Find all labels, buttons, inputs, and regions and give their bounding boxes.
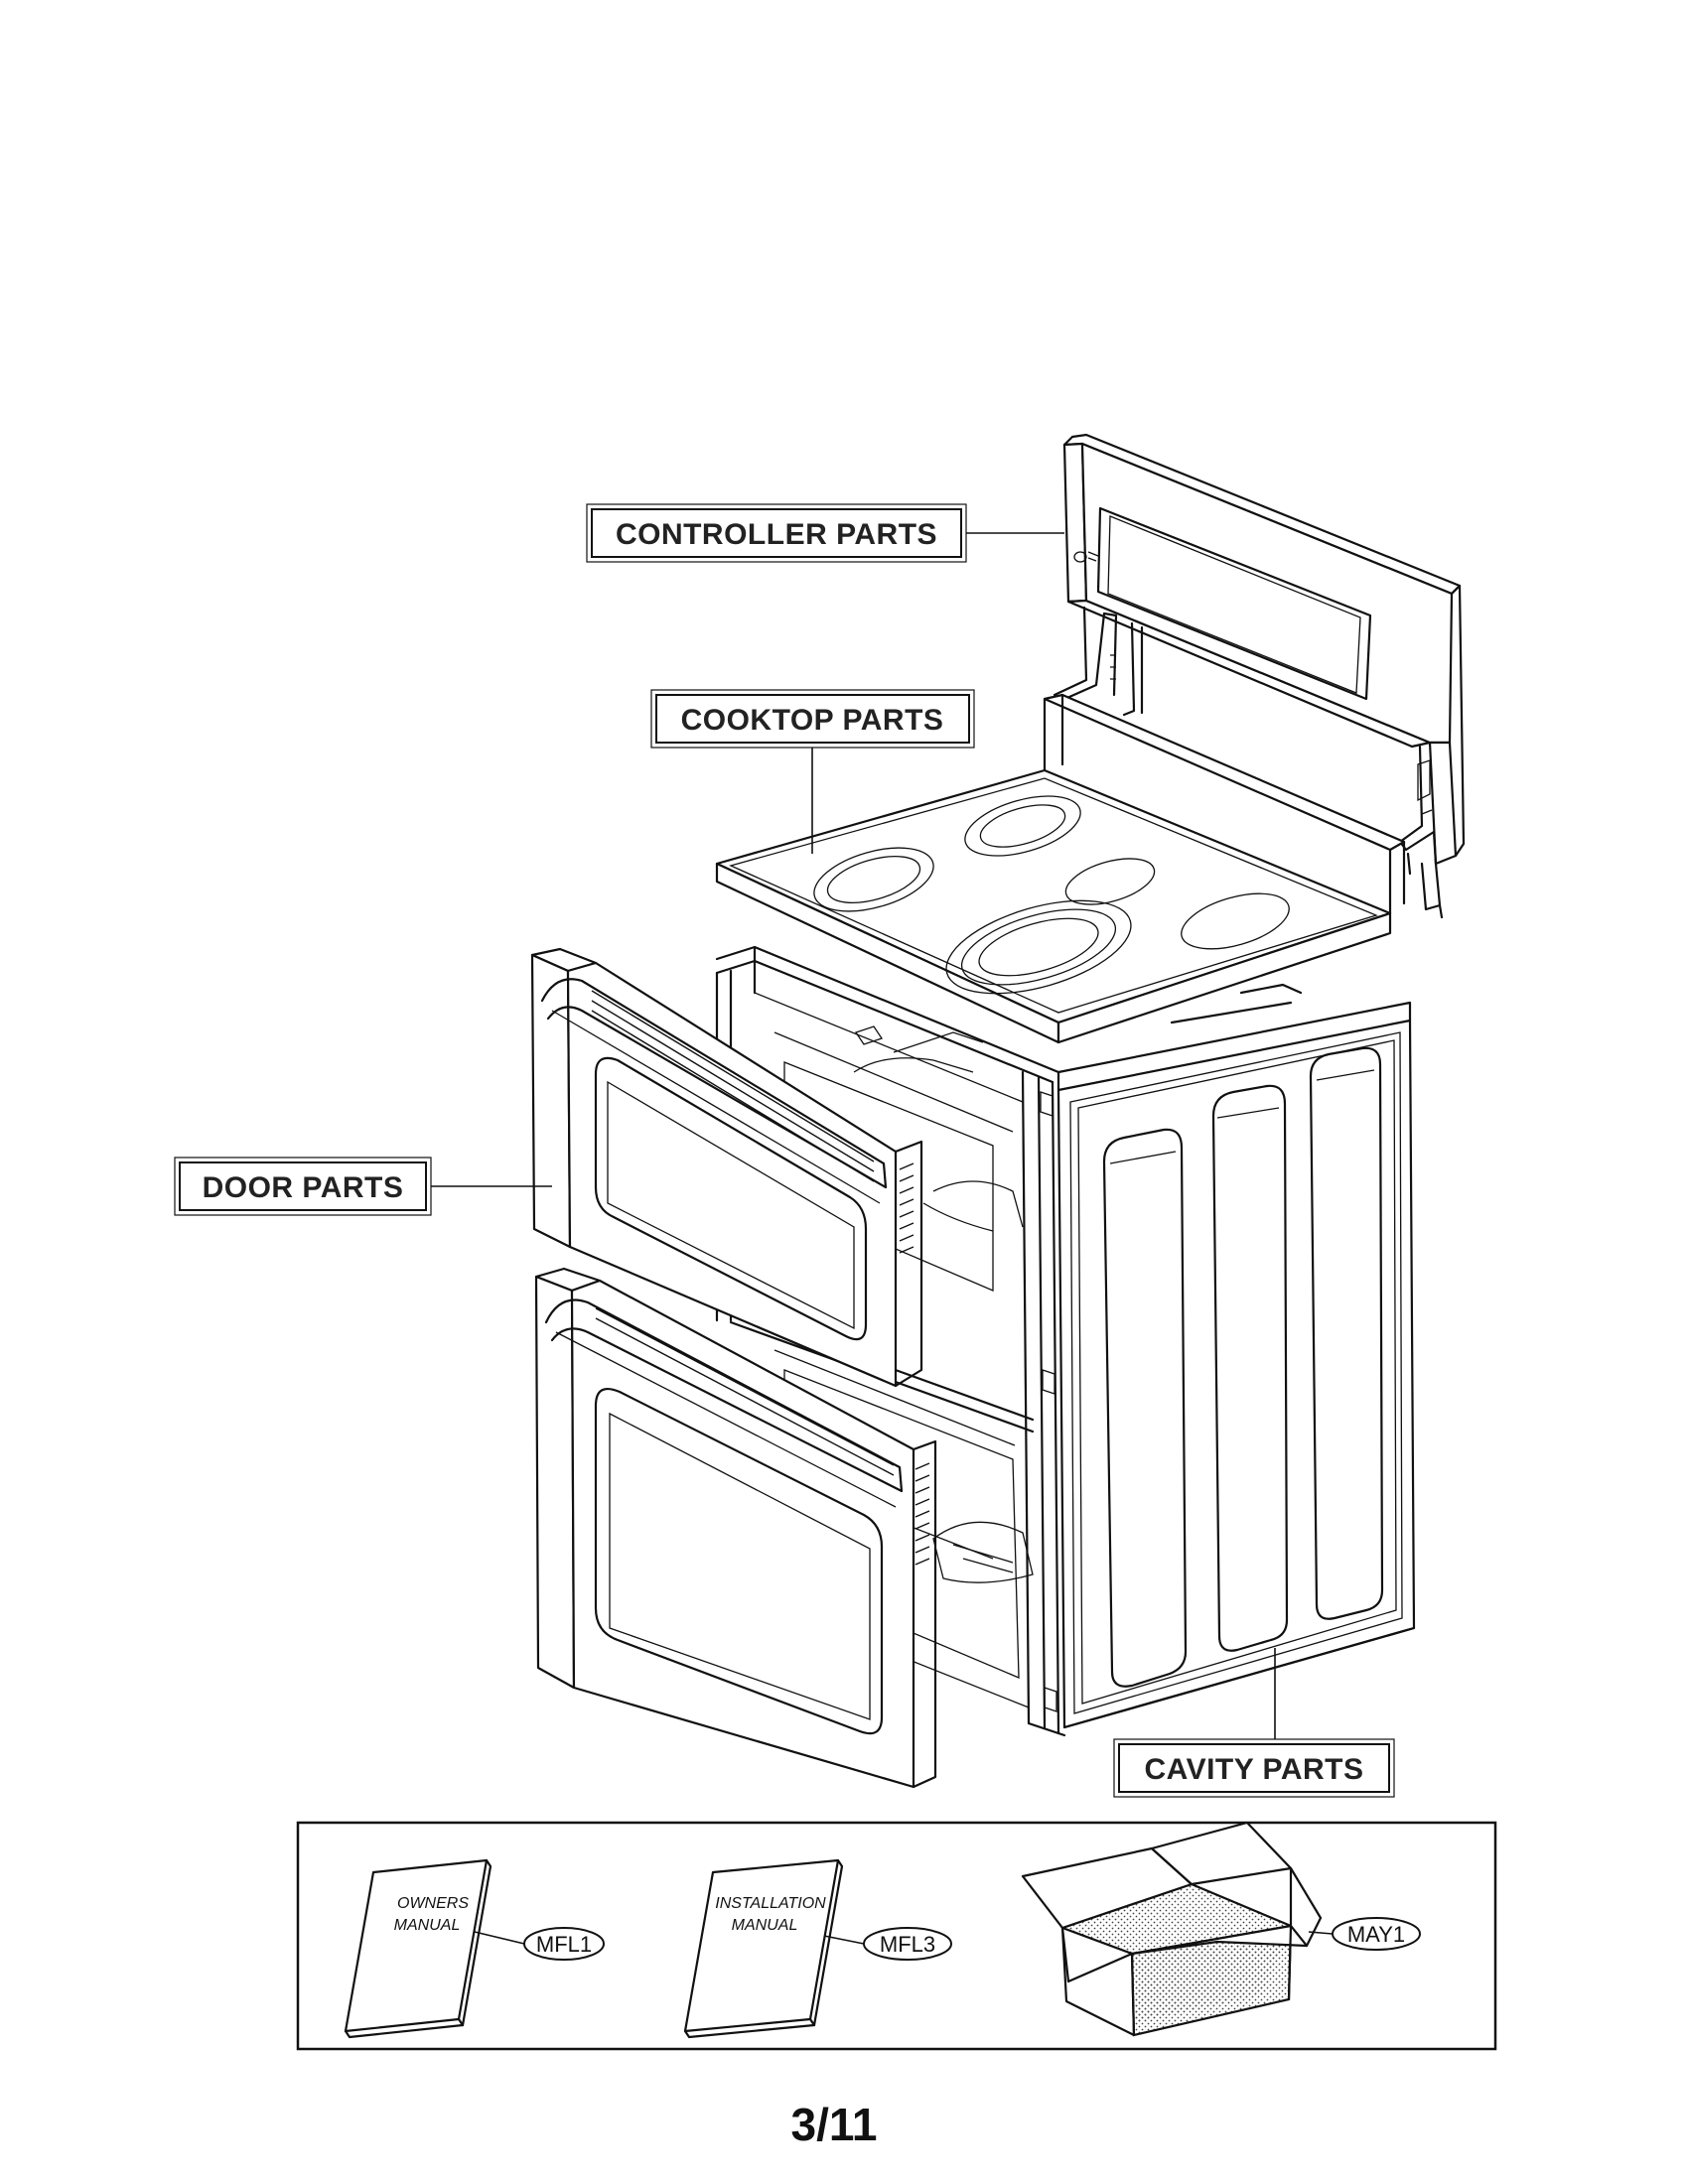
owners-manual-code: MFL1 (536, 1932, 592, 1957)
installation-manual-line2: MANUAL (732, 1917, 798, 1934)
controller-backguard-drawing (1053, 433, 1466, 919)
packaging-box: MAY1 (1021, 1821, 1421, 2037)
upper-door-drawing (530, 947, 923, 1388)
page-number: 3/11 (791, 2099, 878, 2150)
callout-cooktop-label: COOKTOP PARTS (681, 704, 944, 737)
lower-door-drawing (534, 1267, 937, 1789)
callout-cooktop-parts: COOKTOP PARTS (650, 689, 975, 854)
callout-door-parts: DOOR PARTS (174, 1157, 552, 1216)
callout-cavity-parts: CAVITY PARTS (1113, 1648, 1395, 1798)
owners-manual-booklet: OWNERS MANUAL MFL1 (344, 1858, 605, 2039)
box-code: MAY1 (1347, 1922, 1405, 1947)
installation-manual-line1: INSTALLATION (715, 1895, 826, 1912)
owners-manual-line1: OWNERS (397, 1895, 469, 1912)
owners-manual-line2: MANUAL (394, 1917, 461, 1934)
callout-cavity-label: CAVITY PARTS (1144, 1753, 1363, 1786)
callout-controller-parts: CONTROLLER PARTS (586, 503, 1064, 563)
callout-door-label: DOOR PARTS (203, 1171, 404, 1204)
installation-manual-code: MFL3 (880, 1932, 935, 1957)
cooktop-drawing (715, 693, 1406, 1044)
accessories-panel: OWNERS MANUAL MFL1 INSTALLATION MANUAL M… (296, 1821, 1497, 2051)
callout-controller-label: CONTROLLER PARTS (616, 518, 937, 551)
installation-manual-booklet: INSTALLATION MANUAL MFL3 (683, 1858, 952, 2039)
